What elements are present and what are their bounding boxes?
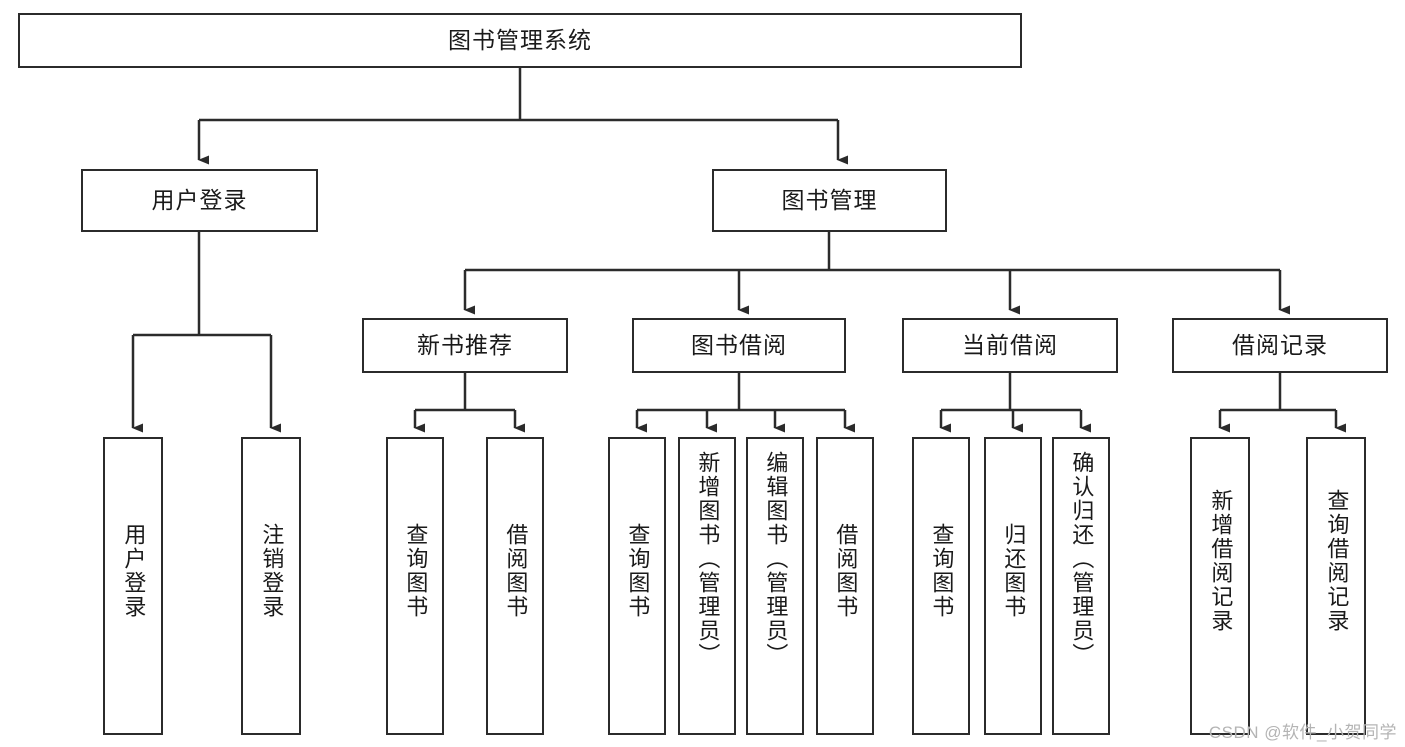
leaf-query-book-3[interactable]: 查询图书 <box>912 437 970 735</box>
leaf-query-book-1-label: 查询图书 <box>403 523 429 619</box>
leaf-borrow-book-2-label: 借阅图书 <box>833 523 859 619</box>
leaf-add-record[interactable]: 新增借阅记录 <box>1190 437 1250 735</box>
leaf-query-record-label: 查询借阅记录 <box>1324 489 1350 633</box>
node-borrow-record-label: 借阅记录 <box>1232 331 1328 358</box>
node-book-borrow-label: 图书借阅 <box>691 331 787 358</box>
leaf-logout-label: 注销登录 <box>259 523 285 619</box>
leaf-user-login[interactable]: 用户登录 <box>103 437 163 735</box>
leaf-query-book-3-label: 查询图书 <box>929 523 955 619</box>
leaf-query-book-2[interactable]: 查询图书 <box>608 437 666 735</box>
leaf-query-book-2-label: 查询图书 <box>625 523 651 619</box>
node-book-borrow[interactable]: 图书借阅 <box>632 318 846 373</box>
leaf-return-book-label: 归还图书 <box>1001 523 1027 619</box>
leaf-confirm-return-label: 确认归还（管理员） <box>1069 451 1095 667</box>
leaf-query-book-1[interactable]: 查询图书 <box>386 437 444 735</box>
leaf-logout[interactable]: 注销登录 <box>241 437 301 735</box>
leaf-borrow-book-1-label: 借阅图书 <box>503 523 529 619</box>
leaf-add-book[interactable]: 新增图书（管理员） <box>678 437 736 735</box>
leaf-user-login-label: 用户登录 <box>121 523 147 619</box>
leaf-query-record[interactable]: 查询借阅记录 <box>1306 437 1366 735</box>
leaf-borrow-book-1[interactable]: 借阅图书 <box>486 437 544 735</box>
watermark: CSDN @软件_小贺同学 <box>1208 723 1397 742</box>
node-root[interactable]: 图书管理系统 <box>18 13 1022 68</box>
leaf-edit-book-label: 编辑图书（管理员） <box>763 451 789 667</box>
node-book-manage[interactable]: 图书管理 <box>712 169 947 232</box>
leaf-edit-book[interactable]: 编辑图书（管理员） <box>746 437 804 735</box>
node-user-login[interactable]: 用户登录 <box>81 169 318 232</box>
node-root-label: 图书管理系统 <box>448 26 592 53</box>
leaf-return-book[interactable]: 归还图书 <box>984 437 1042 735</box>
node-current-borrow[interactable]: 当前借阅 <box>902 318 1118 373</box>
node-new-book-recommend-label: 新书推荐 <box>417 331 513 358</box>
node-user-login-label: 用户登录 <box>151 186 248 213</box>
leaf-add-book-label: 新增图书（管理员） <box>695 451 721 667</box>
node-current-borrow-label: 当前借阅 <box>962 331 1058 358</box>
node-borrow-record[interactable]: 借阅记录 <box>1172 318 1388 373</box>
leaf-confirm-return[interactable]: 确认归还（管理员） <box>1052 437 1110 735</box>
node-book-manage-label: 图书管理 <box>781 186 878 213</box>
leaf-borrow-book-2[interactable]: 借阅图书 <box>816 437 874 735</box>
node-new-book-recommend[interactable]: 新书推荐 <box>362 318 568 373</box>
leaf-add-record-label: 新增借阅记录 <box>1208 489 1234 633</box>
